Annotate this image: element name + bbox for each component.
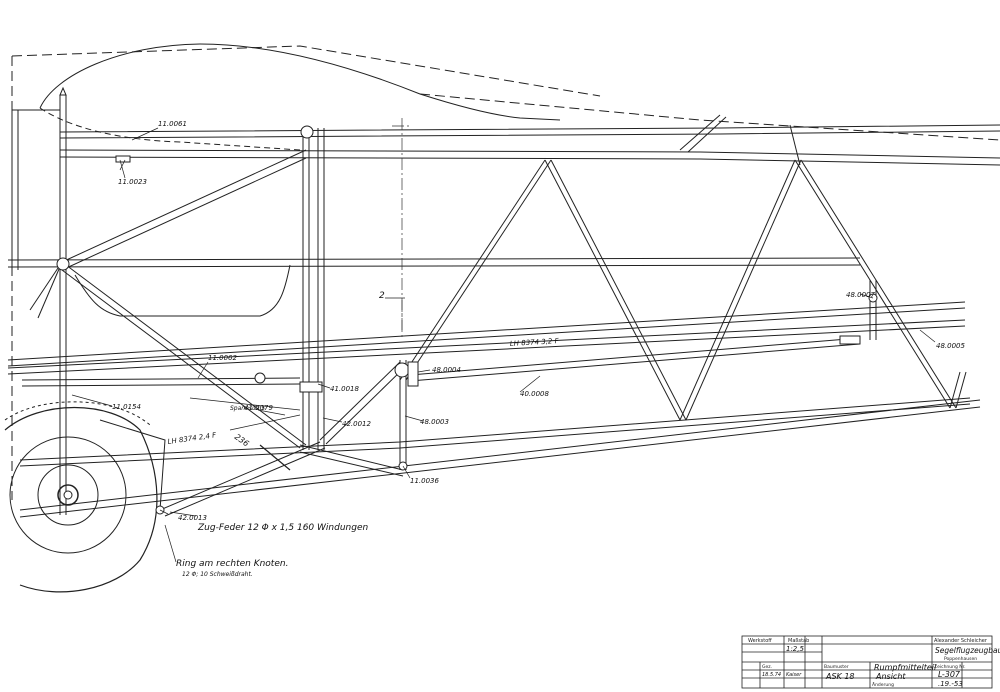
scale-value: 1:2,5 (786, 645, 804, 653)
part-label-48-0005: 48.0005 (936, 342, 965, 350)
sheet-number: .19.-53 (938, 680, 963, 688)
part-label-11-0023: 11.0023 (118, 178, 147, 186)
part-label-42-0012: 42.0012 (342, 420, 371, 428)
ring-note-line2: 12 Φ; 10 Schweißdraht. (182, 571, 253, 578)
model-value: ASK 18 (825, 672, 855, 681)
drawn-by: Kaiser (786, 672, 802, 678)
part-label-42-0013: 42.0013 (178, 514, 207, 522)
dimension-236: 236 (233, 432, 251, 448)
gez-label: Gez. (762, 664, 772, 670)
company-line3: Poppenhausen (944, 656, 977, 662)
drawn-date: 18.5.74 (762, 672, 781, 678)
leader-lines (71, 127, 936, 563)
part-label-48-0007: 48.0007 (846, 291, 875, 299)
title-block (741, 635, 993, 689)
vertical-posts (11, 95, 877, 515)
truss-diagonals (29, 114, 967, 517)
drawing-number: L-307 (938, 670, 961, 679)
part-label-48-0004: 48.0004 (432, 366, 461, 374)
tube-spec-lh8374-24: LH 8374 2,4 F (167, 431, 217, 446)
seat-pan (74, 264, 291, 317)
ring-note-line1: Ring am rechten Knoten. (176, 559, 288, 569)
drawing-no-label: Zeichnung Nr. (934, 664, 966, 670)
spring-and-rods (119, 159, 301, 471)
wing-profile (11, 43, 1000, 500)
notes: Zug-Feder 12 Φ x 1,5 160 Windungen Ring … (176, 523, 368, 578)
longerons (7, 124, 1000, 518)
title-block-text: Werkstoff Maßstab 1:2,5 Alexander Schlei… (748, 638, 1000, 688)
part-label-41-0079: 41.0079 (244, 404, 273, 412)
part-label-11-0036: 11.0036 (410, 477, 439, 485)
part-label-11-0062: 11.0062 (208, 354, 237, 362)
part-label-11-0154: 11.0154 (112, 403, 141, 411)
part-label-48-0003: 48.0003 (420, 418, 449, 426)
drawing-title-line1: Rumpfmittelteil (874, 663, 937, 672)
werkstoff-label: Werkstoff (748, 638, 772, 644)
aenderung-label: Änderung (872, 681, 894, 688)
dimension-2: 2 (379, 291, 385, 301)
joints (56, 86, 878, 515)
spannsitz-label: Spannsitz 5 (230, 405, 265, 412)
tube-spec-lh8374-32: LH 8374 3,2 F (510, 337, 560, 348)
landing-wheel (4, 401, 166, 593)
drawing-title-line2: Ansicht (875, 672, 906, 681)
part-label-41-0018: 41.0018 (330, 385, 359, 393)
model-label: Baumuster (824, 664, 849, 670)
masstab-label: Maßstab (788, 638, 809, 644)
spring-note: Zug-Feder 12 Φ x 1,5 160 Windungen (197, 523, 368, 533)
part-label-11-0061: 11.0061 (158, 120, 187, 128)
company-line1: Alexander Schleicher (934, 638, 988, 644)
center-lines (392, 118, 412, 340)
part-label-40-0008: 40.0008 (520, 390, 549, 398)
company-line2: Segelflugzeugbau (935, 646, 1000, 655)
